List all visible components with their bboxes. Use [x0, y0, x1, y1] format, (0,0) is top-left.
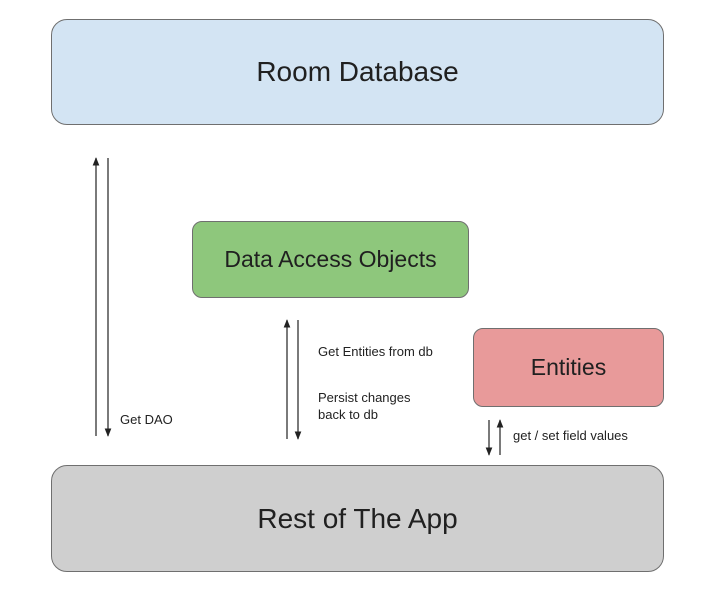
- persist-changes-label: Persist changes back to db: [318, 390, 411, 422]
- room-database-label: Room Database: [256, 56, 459, 87]
- entities-label: Entities: [530, 354, 607, 380]
- room-database-box: Room Database: [51, 19, 664, 125]
- rest-of-app-label: Rest of The App: [257, 502, 458, 534]
- rest-of-app-box: Rest of The App: [51, 465, 664, 572]
- data-access-objects-box: Data Access Objects: [192, 221, 469, 298]
- data-access-objects-label: Data Access Objects: [224, 246, 437, 272]
- get-entities-label: Get Entities from db: [318, 344, 433, 359]
- get-dao-label: Get DAO: [120, 412, 173, 427]
- entities-box: Entities: [473, 328, 664, 407]
- get-set-field-values-label: get / set field values: [513, 428, 628, 443]
